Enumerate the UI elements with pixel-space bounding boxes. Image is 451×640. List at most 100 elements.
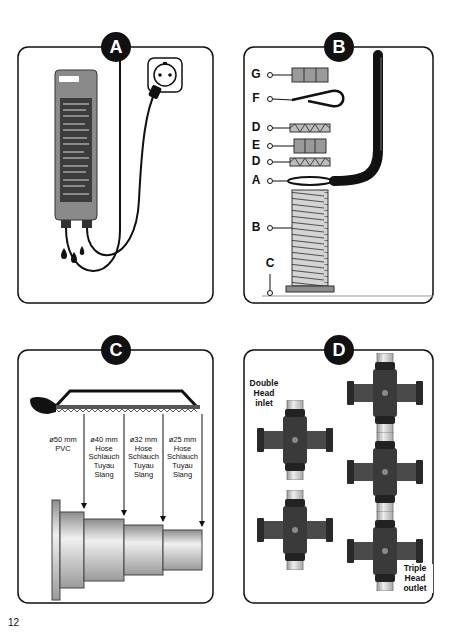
- hacksaw: [50, 409, 197, 412]
- valve-illustration: [347, 353, 423, 433]
- page-number: 12: [8, 617, 19, 629]
- washer-d: [290, 124, 330, 132]
- stepped-fitting: [84, 519, 124, 581]
- leader-line: [273, 162, 290, 163]
- power-cable: [87, 90, 156, 255]
- cut-arrow: [124, 414, 125, 515]
- panel-letter: D: [333, 341, 346, 359]
- cable: [380, 58, 382, 150]
- hacksaw: [30, 391, 200, 414]
- stepped-fitting: [163, 530, 202, 570]
- control-unit: [63, 104, 89, 105]
- part-callout: G: [248, 68, 264, 82]
- panel-frame: [18, 350, 213, 603]
- leader-line: [268, 144, 273, 149]
- water-drop: [61, 246, 84, 263]
- nut-g: [292, 68, 328, 82]
- washer-d: [290, 158, 330, 166]
- cut-size-label: ø50 mm PVC: [47, 436, 79, 453]
- control-unit: [63, 186, 85, 187]
- water-drop: [80, 246, 85, 255]
- leader-line: [268, 179, 273, 184]
- control-unit: [63, 158, 89, 159]
- panel-frame: [244, 350, 433, 603]
- part-callout: E: [248, 139, 264, 153]
- water-drop: [61, 248, 67, 259]
- leader-line: [268, 126, 273, 131]
- water-drop: [71, 252, 77, 263]
- leader-line: [268, 160, 273, 165]
- nut-e: [294, 139, 326, 153]
- panel-badge: D: [324, 335, 354, 365]
- control-unit: [82, 220, 92, 228]
- o-ring: [288, 177, 332, 185]
- control-unit: [55, 70, 97, 220]
- valve-label: Double Head inlet: [246, 379, 282, 408]
- control-unit: [63, 166, 88, 167]
- hacksaw: [56, 391, 196, 406]
- control-unit: [63, 130, 89, 131]
- stepped-fitting: [52, 500, 202, 600]
- wall-socket: [168, 73, 172, 77]
- leader-line: [268, 226, 273, 231]
- control-unit: [55, 70, 97, 228]
- cut-arrow: [163, 414, 164, 521]
- control-unit: [63, 172, 86, 173]
- cable: [334, 55, 381, 181]
- control-unit: [63, 110, 86, 111]
- panel-badge: C: [101, 335, 131, 365]
- control-unit: [63, 104, 89, 194]
- control-unit: [63, 116, 89, 117]
- control-unit: [63, 138, 87, 139]
- cut-size-label: ø40 mm Hose Schlauch Tuyau Slang: [88, 436, 120, 479]
- wall-socket: [154, 64, 176, 86]
- cable: [334, 55, 378, 181]
- nut-e: [305, 139, 306, 153]
- wall-socket: [148, 58, 182, 100]
- control-unit: [63, 144, 89, 145]
- cut-arrow: [84, 414, 202, 526]
- wall-socket: [148, 84, 162, 99]
- part-callout: D: [248, 121, 264, 135]
- control-unit: [63, 194, 89, 195]
- panel-letter: C: [110, 341, 123, 359]
- stepped-fitting: [52, 500, 60, 600]
- control-unit: [61, 220, 71, 228]
- power-cable: [66, 58, 120, 271]
- nut-g: [292, 68, 328, 82]
- part-callout: B: [248, 221, 264, 235]
- washer-d: [290, 124, 330, 166]
- washer-d: [290, 158, 330, 166]
- washer-d: [290, 124, 330, 132]
- threaded-pipe: [286, 286, 334, 292]
- leader-line: [273, 228, 292, 229]
- panel-badge: A: [101, 32, 131, 62]
- panel-frame: [18, 47, 433, 603]
- leader-line: [270, 274, 271, 290]
- control-unit: [59, 76, 79, 82]
- nut-g: [316, 68, 317, 82]
- leader-line: [273, 181, 288, 182]
- cut-size-label: ø25 mm Hose Schlauch Tuyau Slang: [167, 436, 199, 479]
- leader-line: [268, 73, 273, 78]
- panel-letter: B: [333, 38, 346, 56]
- leader-line: [268, 97, 273, 102]
- control-unit: [63, 180, 89, 181]
- control-unit: [60, 98, 92, 202]
- power-cable: [66, 58, 156, 271]
- valve-illustration: [257, 490, 333, 570]
- threaded-pipe: [262, 190, 433, 296]
- clip-f: [292, 91, 343, 107]
- cut-size-label: ø32 mm Hose Schlauch Tuyau Slang: [128, 436, 160, 479]
- clip-f: [292, 91, 343, 107]
- part-callout: D: [248, 155, 264, 169]
- leader-line: [273, 99, 292, 100]
- cut-arrow: [202, 414, 203, 526]
- nut-e: [315, 139, 316, 153]
- panel-letter: A: [110, 38, 123, 56]
- panel-badge: B: [324, 32, 354, 62]
- control-unit: [63, 152, 84, 153]
